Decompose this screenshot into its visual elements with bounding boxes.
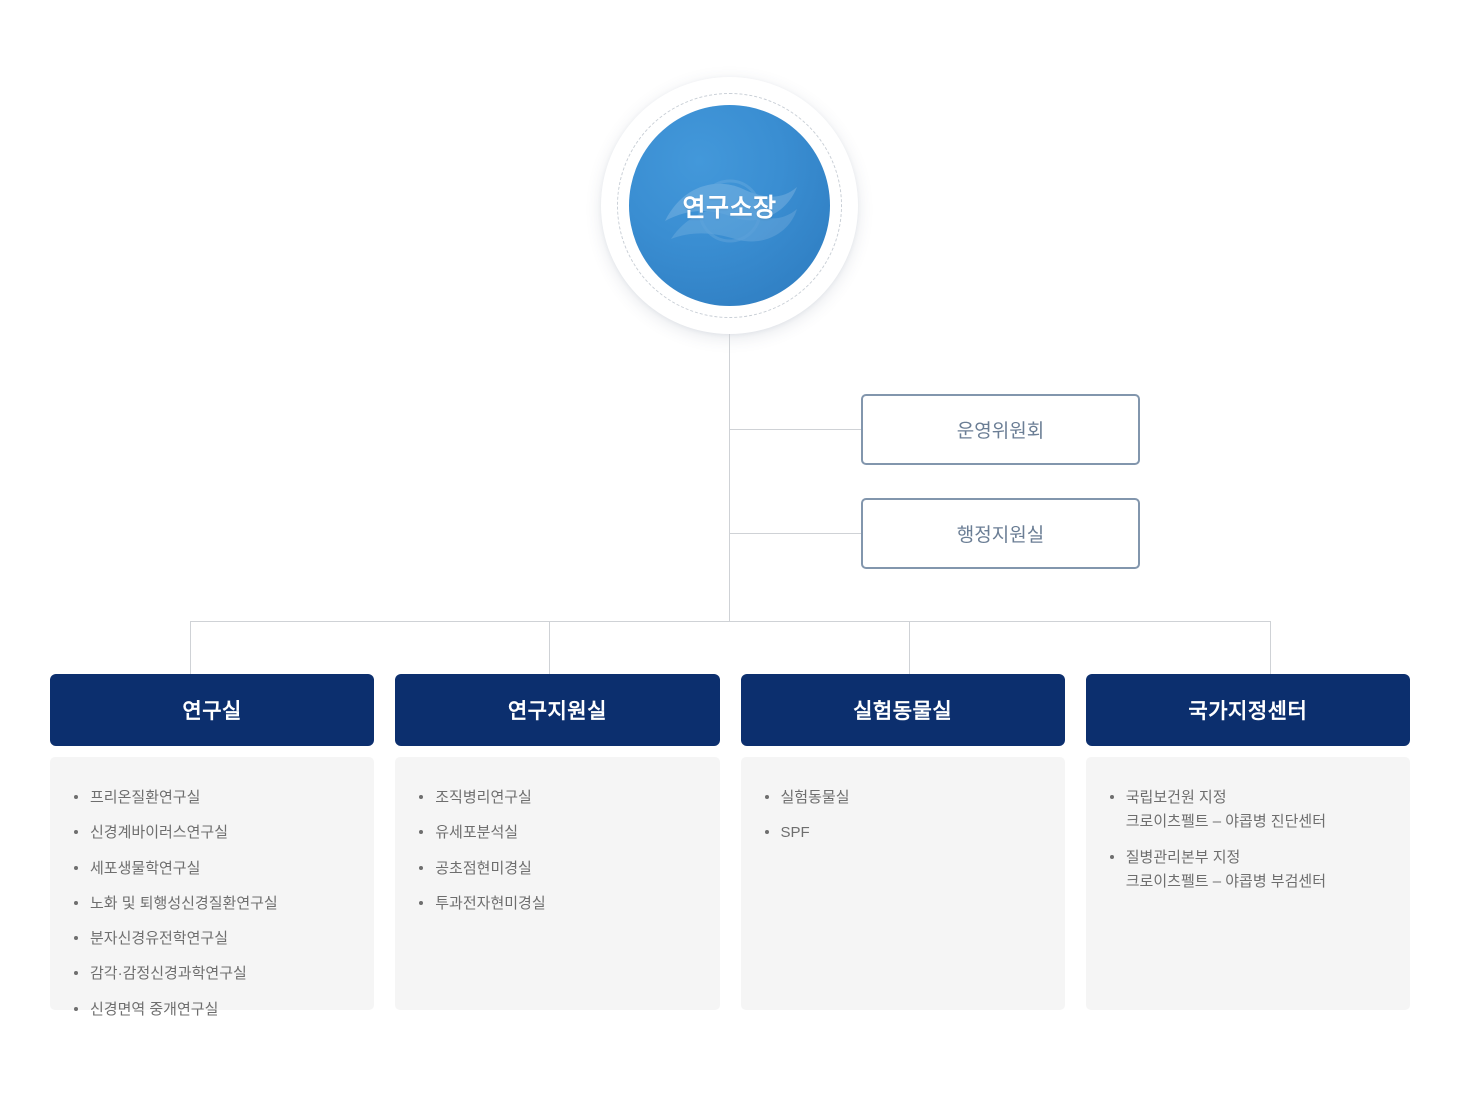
list-item-label: 노화 및 퇴행성신경질환연구실 — [90, 894, 278, 912]
list-item-label: 세포생물학연구실 — [90, 859, 201, 877]
list-item-label: 실험동물실 — [780, 789, 850, 806]
column-animal-facility: 실험동물실 실험동물실 SPF — [740, 674, 1065, 1010]
list-item-label: 감각·감정신경과학연구실 — [90, 965, 247, 983]
list-item-sublabel: 크로이츠펠트 – 야콥병 진단센터 — [1125, 813, 1326, 831]
side-box-administrative-support[interactable]: 행정지원실 — [861, 498, 1140, 569]
column-header-research-labs[interactable]: 연구실 — [50, 674, 375, 746]
list-item[interactable]: 신경면역 중개연구실 — [72, 998, 352, 1021]
column-header-label: 연구실 — [182, 700, 242, 723]
list-item-label: 조직병리연구실 — [435, 789, 532, 806]
list-item-label: 분자신경유전학연구실 — [90, 930, 229, 947]
list-item-label: 공초점현미경실 — [435, 859, 532, 877]
list-item-label: 유세포분석실 — [435, 824, 519, 842]
connector-stub-admin — [729, 533, 862, 534]
column-panel-national-centers: 국립보건원 지정 크로이츠펠트 – 야콥병 진단센터 질병관리본부 지정 크로이… — [1085, 757, 1410, 1010]
column-list-animal-facility: 실험동물실 SPF — [763, 786, 1043, 845]
root-circle[interactable]: 연구소장 — [629, 105, 830, 306]
connector-drop-column-3 — [909, 621, 910, 675]
root-label: 연구소장 — [682, 193, 777, 222]
connector-drop-column-1 — [190, 621, 191, 675]
list-item-label: 프리온질환연구실 — [90, 789, 201, 806]
side-box-label: 운영위원회 — [956, 421, 1045, 442]
list-item[interactable]: 신경계바이러스연구실 — [72, 821, 352, 844]
list-item-label: SPF — [780, 824, 810, 842]
column-national-centers: 국가지정센터 국립보건원 지정 크로이츠펠트 – 야콥병 진단센터 질병관리본부… — [1085, 674, 1410, 1010]
column-header-label: 실험동물실 — [853, 700, 953, 723]
side-box-operating-committee[interactable]: 운영위원회 — [861, 394, 1140, 465]
connector-drop-column-4 — [1270, 621, 1271, 675]
column-list-national-centers: 국립보건원 지정 크로이츠펠트 – 야콥병 진단센터 질병관리본부 지정 크로이… — [1108, 786, 1388, 893]
connector-trunk-vertical — [729, 334, 730, 622]
list-item[interactable]: 질병관리본부 지정 크로이츠펠트 – 야콥병 부검센터 — [1108, 846, 1388, 894]
column-header-label: 연구지원실 — [507, 700, 607, 723]
column-panel-research-labs: 프리온질환연구실 신경계바이러스연구실 세포생물학연구실 노화 및 퇴행성신경질… — [50, 757, 375, 1018]
connector-horizontal-bus — [190, 621, 1271, 622]
list-item[interactable]: 공초점현미경실 — [417, 857, 697, 880]
connector-stub-committee — [729, 429, 862, 430]
column-header-national-centers[interactable]: 국가지정센터 — [1085, 674, 1410, 746]
list-item-sublabel: 크로이츠펠트 – 야콥병 부검센터 — [1125, 872, 1326, 890]
list-item-label: 국립보건원 지정 — [1125, 789, 1227, 806]
list-item[interactable]: 감각·감정신경과학연구실 — [72, 962, 352, 985]
list-item-label: 투과전자현미경실 — [435, 894, 546, 912]
root-node[interactable]: 연구소장 — [601, 77, 858, 334]
list-item-label: 신경계바이러스연구실 — [90, 824, 229, 842]
list-item[interactable]: 프리온질환연구실 — [72, 786, 352, 809]
connector-drop-column-2 — [549, 621, 550, 675]
side-box-label: 행정지원실 — [956, 525, 1045, 546]
list-item[interactable]: 조직병리연구실 — [417, 786, 697, 809]
list-item[interactable]: 분자신경유전학연구실 — [72, 927, 352, 950]
list-item[interactable]: 노화 및 퇴행성신경질환연구실 — [72, 892, 352, 915]
department-columns: 연구실 프리온질환연구실 신경계바이러스연구실 세포생물학연구실 노화 및 퇴행… — [50, 674, 1410, 1018]
list-item[interactable]: 실험동물실 — [763, 786, 1043, 809]
list-item[interactable]: 세포생물학연구실 — [72, 857, 352, 880]
column-list-research-labs: 프리온질환연구실 신경계바이러스연구실 세포생물학연구실 노화 및 퇴행성신경질… — [72, 786, 352, 1021]
list-item[interactable]: 국립보건원 지정 크로이츠펠트 – 야콥병 진단센터 — [1108, 786, 1388, 834]
list-item[interactable]: 유세포분석실 — [417, 821, 697, 844]
column-research-support: 연구지원실 조직병리연구실 유세포분석실 공초점현미경실 투과전자현미경실 — [395, 674, 720, 1010]
column-panel-research-support: 조직병리연구실 유세포분석실 공초점현미경실 투과전자현미경실 — [395, 757, 720, 1010]
column-header-animal-facility[interactable]: 실험동물실 — [740, 674, 1065, 746]
list-item[interactable]: 투과전자현미경실 — [417, 892, 697, 915]
column-panel-animal-facility: 실험동물실 SPF — [740, 757, 1065, 1010]
column-research-labs: 연구실 프리온질환연구실 신경계바이러스연구실 세포생물학연구실 노화 및 퇴행… — [50, 674, 375, 1018]
column-header-label: 국가지정센터 — [1188, 700, 1308, 723]
column-list-research-support: 조직병리연구실 유세포분석실 공초점현미경실 투과전자현미경실 — [417, 786, 697, 915]
list-item[interactable]: SPF — [763, 821, 1043, 844]
root-dashed-ring — [617, 93, 842, 318]
list-item-label: 신경면역 중개연구실 — [90, 1000, 219, 1018]
column-header-research-support[interactable]: 연구지원실 — [395, 674, 720, 746]
list-item-label: 질병관리본부 지정 — [1125, 848, 1241, 866]
